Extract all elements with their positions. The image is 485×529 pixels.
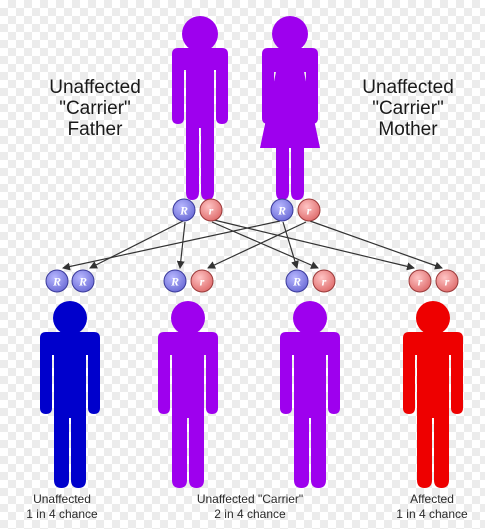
child3-alleles: R r <box>285 269 336 293</box>
allele-recessive: r <box>312 269 336 293</box>
child-unaffected-label: Unaffected 1 in 4 chance <box>26 492 98 521</box>
svg-text:r: r <box>209 204 214 218</box>
child-carrier-figure <box>158 301 218 488</box>
allele-dominant: R <box>45 269 69 293</box>
svg-text:R: R <box>179 204 188 218</box>
child-unaffected-label-line2: 1 in 4 chance <box>26 507 98 521</box>
mother-label-line2: "Carrier" <box>372 98 444 119</box>
child2-alleles: R r <box>163 269 214 293</box>
arrow-mother-R-to-child1 <box>62 220 281 271</box>
allele-recessive: r <box>199 198 223 222</box>
allele-recessive: r <box>435 269 459 293</box>
svg-text:R: R <box>78 275 87 289</box>
allele-dominant: R <box>285 269 309 293</box>
mother-label-line3: Mother <box>378 119 438 140</box>
arrow-mother-R-to-child3 <box>282 221 299 269</box>
svg-text:R: R <box>52 275 61 289</box>
child-carrier-label-line2: 2 in 4 chance <box>214 507 286 521</box>
svg-text:r: r <box>445 275 450 289</box>
child-affected-label-line1: Affected <box>410 492 454 506</box>
allele-recessive: r <box>297 198 321 222</box>
father-figure <box>172 16 228 200</box>
svg-text:r: r <box>418 275 423 289</box>
svg-text:R: R <box>292 275 301 289</box>
mother-figure <box>260 16 320 200</box>
arrow-father-R-to-child1 <box>89 220 184 269</box>
father-alleles: R r <box>172 198 223 222</box>
child-unaffected-label-line1: Unaffected <box>33 492 91 506</box>
allele-dominant: R <box>172 198 196 222</box>
father-label-line3: Father <box>68 119 124 140</box>
child4-alleles: r r <box>408 269 459 293</box>
svg-text:R: R <box>170 275 179 289</box>
allele-recessive: r <box>408 269 432 293</box>
mother-label-line1: Unaffected <box>362 77 454 98</box>
inheritance-arrows <box>62 219 443 271</box>
svg-text:r: r <box>307 204 312 218</box>
father-label: Unaffected "Carrier" Father <box>49 77 141 140</box>
svg-text:R: R <box>277 204 286 218</box>
child1-alleles: R R <box>45 269 95 293</box>
allele-dominant: R <box>163 269 187 293</box>
child-affected-figure <box>403 301 463 488</box>
father-label-line2: "Carrier" <box>59 98 131 119</box>
allele-dominant: R <box>270 198 294 222</box>
child-affected-label: Affected 1 in 4 chance <box>396 492 468 521</box>
child-carrier-label-line1: Unaffected "Carrier" <box>197 492 303 506</box>
svg-text:r: r <box>200 275 205 289</box>
allele-dominant: R <box>71 269 95 293</box>
mother-alleles: R r <box>270 198 321 222</box>
mother-label: Unaffected "Carrier" Mother <box>362 77 454 140</box>
allele-recessive: r <box>190 269 214 293</box>
child-affected-label-line2: 1 in 4 chance <box>396 507 468 521</box>
arrow-father-r-to-child3 <box>211 221 319 269</box>
arrow-father-r-to-child4 <box>213 219 415 271</box>
child-unaffected-figure <box>40 301 100 488</box>
svg-text:r: r <box>322 275 327 289</box>
arrow-father-R-to-child2 <box>176 221 186 269</box>
father-label-line1: Unaffected <box>49 77 141 98</box>
child-carrier-figure <box>280 301 340 488</box>
arrow-mother-r-to-child2 <box>207 221 307 269</box>
child-carrier-label: Unaffected "Carrier" 2 in 4 chance <box>197 492 303 521</box>
arrow-mother-r-to-child4 <box>309 220 443 270</box>
